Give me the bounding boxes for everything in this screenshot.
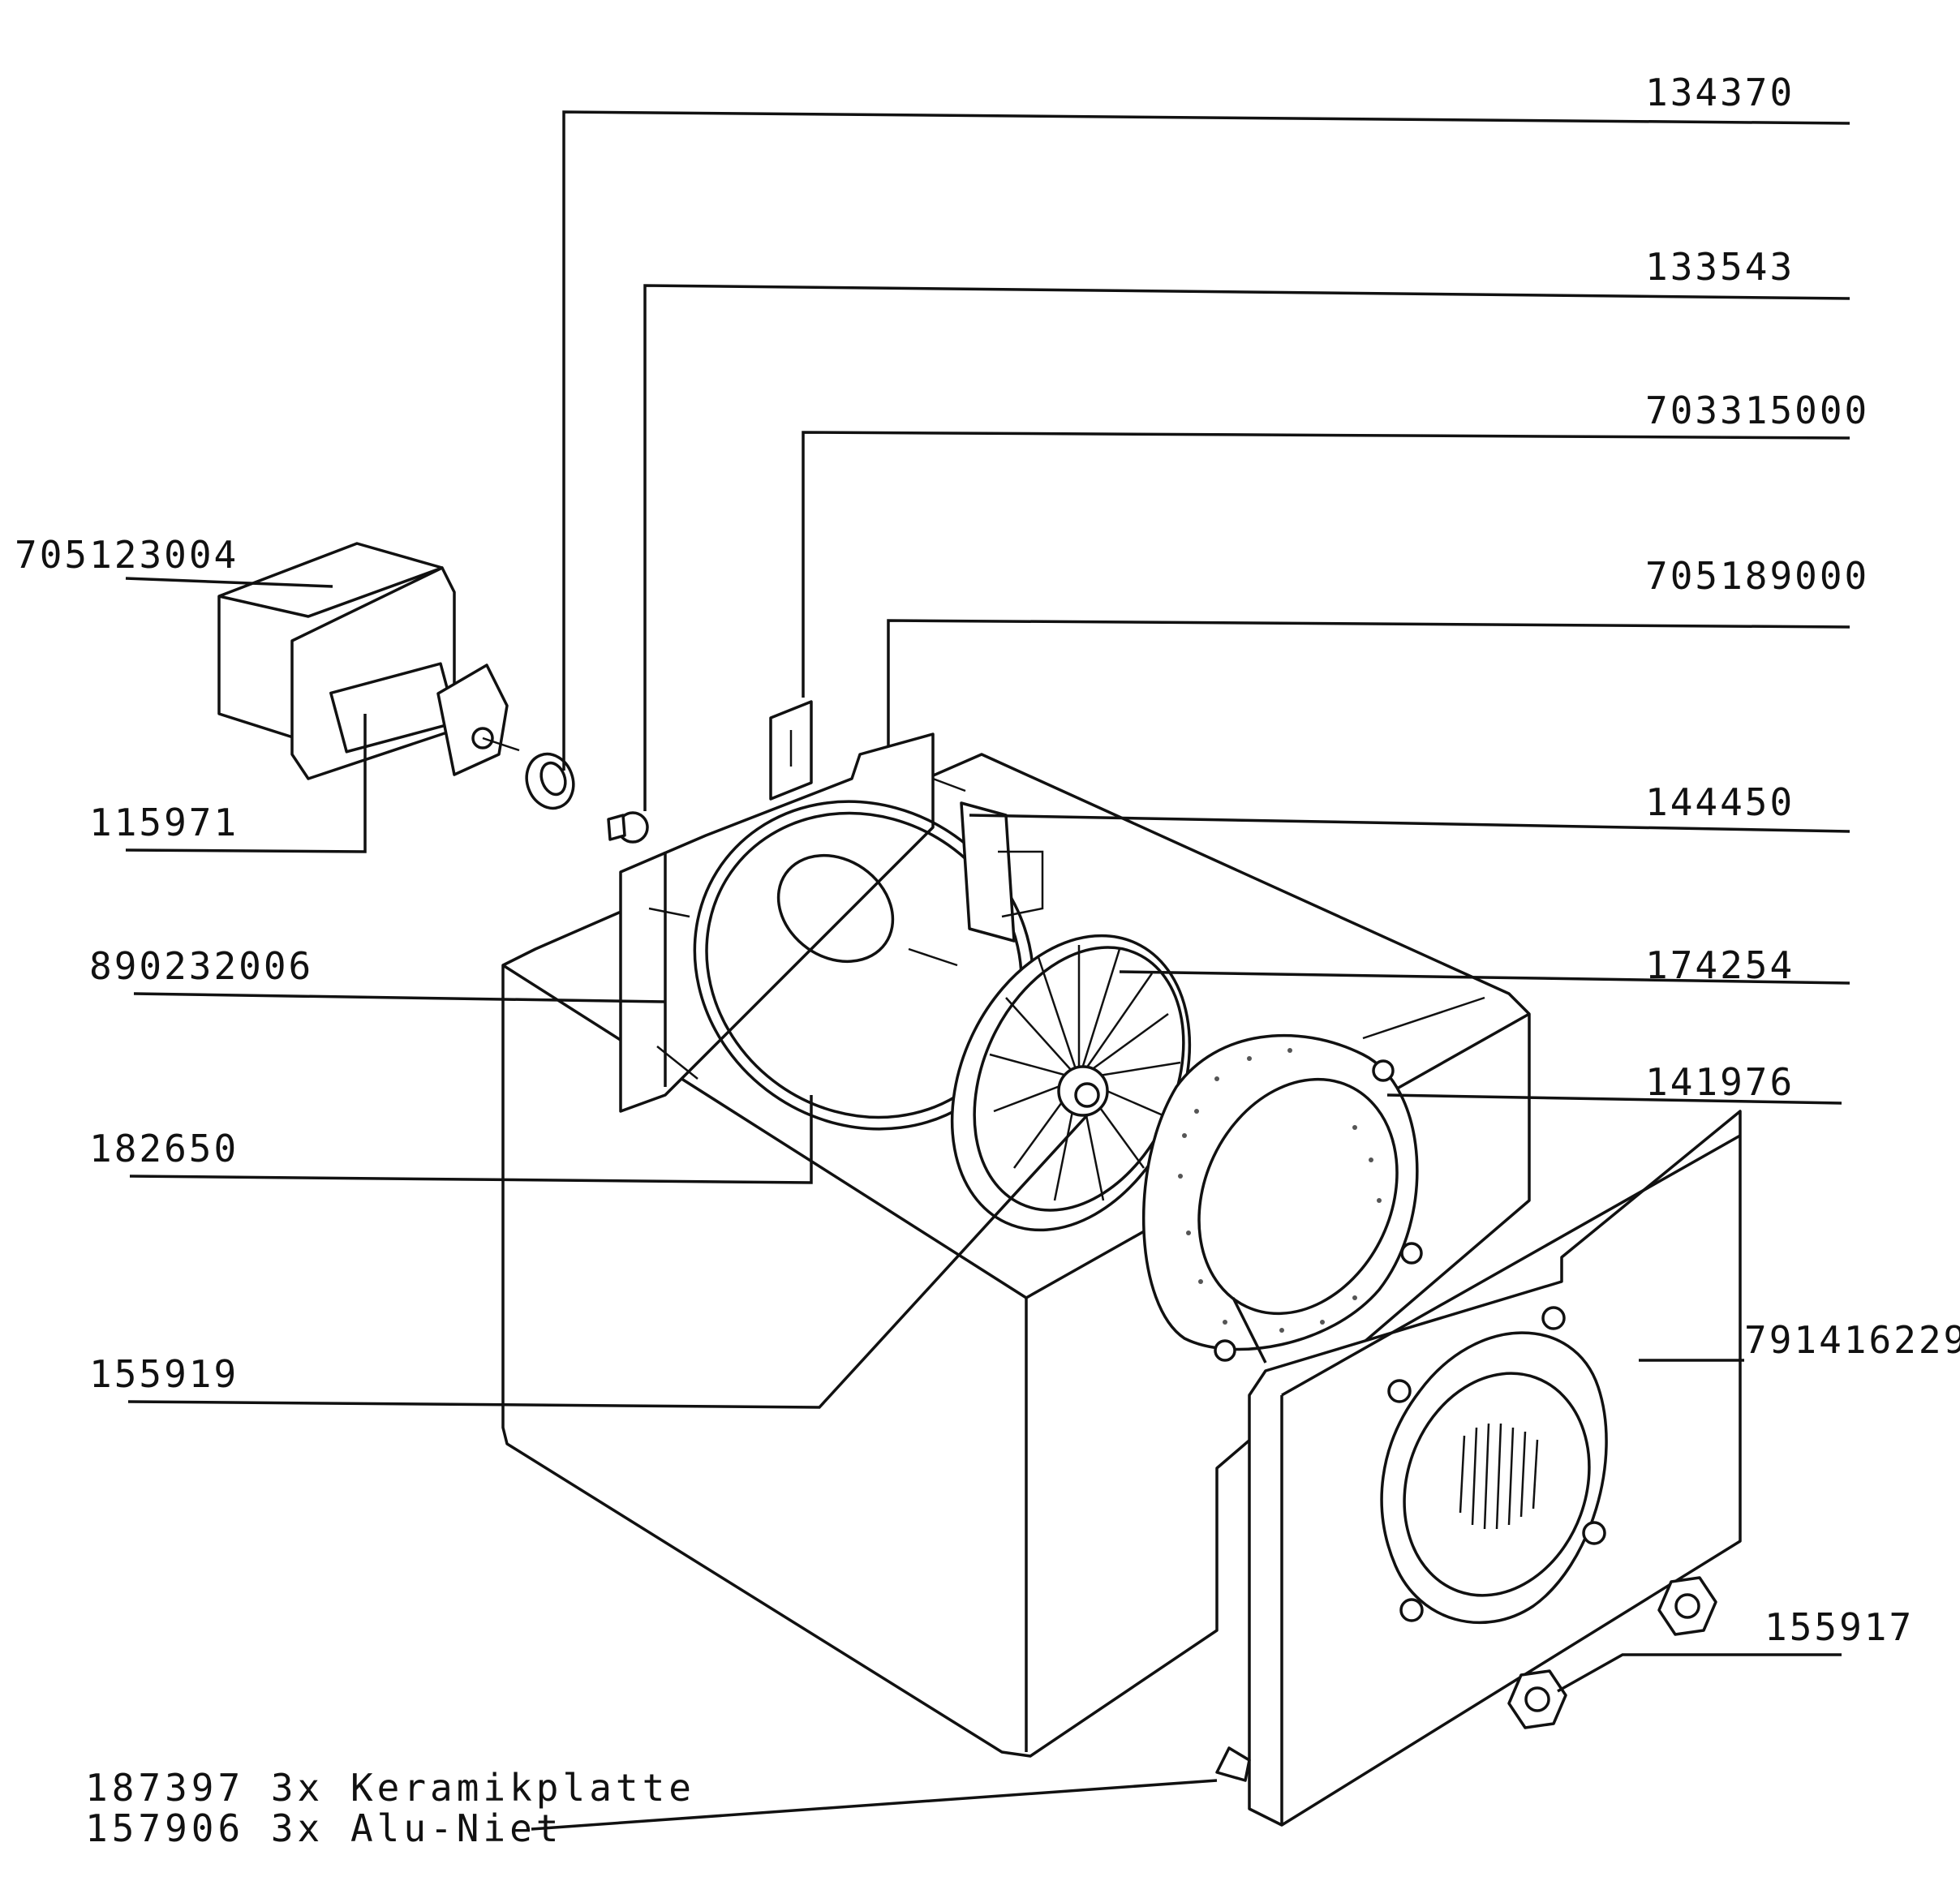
coupling-sleeve bbox=[525, 752, 575, 810]
label-705123004: 705123004 bbox=[15, 533, 239, 577]
label-141976: 141976 bbox=[1645, 1060, 1795, 1104]
label-791416229: 791416229 bbox=[1744, 1318, 1960, 1362]
label-703315000: 703315000 bbox=[1645, 389, 1869, 432]
nut-pair bbox=[1507, 1576, 1717, 1729]
fan-motor bbox=[217, 542, 649, 844]
label-705189000: 705189000 bbox=[1645, 554, 1869, 598]
insulation-ring bbox=[1141, 1033, 1423, 1364]
front-cover-panel bbox=[1215, 1110, 1742, 1827]
shaft-bushing bbox=[607, 811, 649, 844]
label-115971: 115971 bbox=[89, 801, 239, 844]
label-155917: 155917 bbox=[1764, 1605, 1914, 1649]
label-890232006: 890232006 bbox=[89, 944, 313, 988]
label-174254: 174254 bbox=[1645, 943, 1795, 987]
label-155919: 155919 bbox=[89, 1352, 239, 1396]
oven-housing bbox=[501, 753, 1531, 1758]
label-182650: 182650 bbox=[89, 1127, 239, 1170]
part-labels: 134370 133543 703315000 705189000 144450… bbox=[15, 71, 1960, 1649]
label-134370: 134370 bbox=[1645, 71, 1795, 114]
note-keramikplatte: 187397 3x Keramikplatte bbox=[85, 1766, 695, 1810]
label-144450: 144450 bbox=[1645, 780, 1795, 824]
mounting-bracket bbox=[769, 700, 813, 801]
parts-notes: 187397 3x Keramikplatte 157906 3x Alu-Ni… bbox=[85, 1766, 695, 1850]
label-133543: 133543 bbox=[1645, 245, 1795, 289]
back-mounting-plate bbox=[619, 732, 966, 1113]
note-alu-niet: 157906 3x Alu-Niet bbox=[85, 1806, 563, 1850]
leader-lines bbox=[125, 110, 1850, 1831]
heating-element bbox=[960, 801, 1044, 943]
